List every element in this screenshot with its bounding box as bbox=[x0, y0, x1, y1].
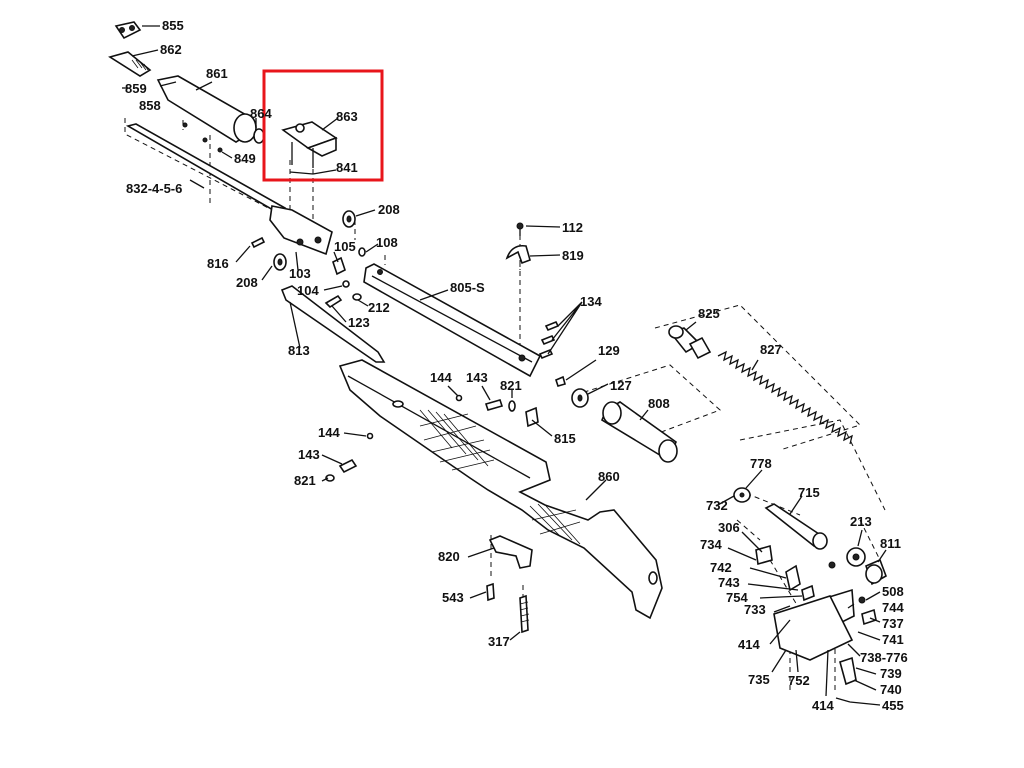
part-820-trigger-guard bbox=[488, 535, 533, 569]
label-144-mid: 144 bbox=[430, 370, 452, 385]
label-859: 859 bbox=[125, 81, 147, 96]
label-778: 778 bbox=[750, 456, 772, 471]
label-735: 735 bbox=[748, 672, 770, 687]
label-816: 816 bbox=[207, 256, 229, 271]
label-414-left: 414 bbox=[738, 637, 760, 652]
assembly-guide-lines bbox=[124, 118, 886, 690]
part-860-stock bbox=[338, 359, 663, 620]
label-738-776: 738-776 bbox=[860, 650, 908, 665]
label-143-mid: 143 bbox=[466, 370, 488, 385]
label-813: 813 bbox=[288, 343, 310, 358]
label-143-left: 143 bbox=[298, 447, 320, 462]
label-105: 105 bbox=[334, 239, 356, 254]
part-855-clip bbox=[114, 21, 142, 40]
part-144-143-821-screws bbox=[325, 394, 516, 482]
label-455: 455 bbox=[882, 698, 904, 713]
part-112-819-screw-bracket bbox=[505, 222, 531, 265]
label-752: 752 bbox=[788, 673, 810, 688]
label-213: 213 bbox=[850, 514, 872, 529]
part-105-108-small-parts bbox=[324, 247, 366, 309]
label-123: 123 bbox=[348, 315, 370, 330]
label-821-mid: 821 bbox=[500, 378, 522, 393]
label-740: 740 bbox=[880, 682, 902, 697]
label-108: 108 bbox=[376, 235, 398, 250]
label-855: 855 bbox=[162, 18, 184, 33]
highlight-box bbox=[262, 69, 384, 182]
part-213-811-end-cap bbox=[846, 547, 887, 586]
label-104: 104 bbox=[297, 283, 319, 298]
label-825: 825 bbox=[698, 306, 720, 321]
label-414-bottom: 414 bbox=[812, 698, 834, 713]
part-816-pin bbox=[250, 236, 266, 249]
label-212: 212 bbox=[368, 300, 390, 315]
label-832-4-5-6: 832-4-5-6 bbox=[126, 181, 182, 196]
label-860: 860 bbox=[598, 469, 620, 484]
label-543: 543 bbox=[442, 590, 464, 605]
part-trigger-group bbox=[755, 544, 877, 686]
label-737: 737 bbox=[882, 616, 904, 631]
label-841: 841 bbox=[336, 160, 358, 175]
part-827-mainspring bbox=[717, 350, 853, 445]
part-778-732-washers bbox=[733, 487, 751, 503]
label-134: 134 bbox=[580, 294, 602, 309]
label-819: 819 bbox=[562, 248, 584, 263]
label-734: 734 bbox=[700, 537, 722, 552]
leader-lines bbox=[122, 25, 887, 706]
label-863: 863 bbox=[336, 109, 358, 124]
label-715: 715 bbox=[798, 485, 820, 500]
label-861: 861 bbox=[206, 66, 228, 81]
label-208-bottom: 208 bbox=[236, 275, 258, 290]
label-739: 739 bbox=[880, 666, 902, 681]
part-861-muzzle-brake bbox=[156, 75, 257, 153]
label-815: 815 bbox=[554, 431, 576, 446]
label-732: 732 bbox=[706, 498, 728, 513]
label-808: 808 bbox=[648, 396, 670, 411]
part-805-compression-tube bbox=[363, 263, 542, 378]
part-715-trigger-spring-guide bbox=[764, 503, 828, 550]
part-labels: 855 862 861 859 858 864 849 832-4-5-6 86… bbox=[125, 18, 908, 713]
part-543-317-screws bbox=[486, 582, 530, 634]
label-754: 754 bbox=[726, 590, 748, 605]
label-112: 112 bbox=[562, 220, 583, 235]
label-858: 858 bbox=[139, 98, 161, 113]
label-129: 129 bbox=[598, 343, 620, 358]
part-825-spring-guide bbox=[668, 325, 712, 360]
label-144-left: 144 bbox=[318, 425, 340, 440]
label-743: 743 bbox=[718, 575, 740, 590]
part-863-rear-sight bbox=[281, 121, 338, 168]
part-129-127-piston-parts bbox=[555, 375, 589, 408]
label-508: 508 bbox=[882, 584, 904, 599]
part-862-front-sight bbox=[108, 51, 152, 77]
label-864: 864 bbox=[250, 106, 272, 121]
label-103: 103 bbox=[289, 266, 311, 281]
part-813-cocking-lever bbox=[280, 285, 386, 363]
part-815-trigger-guard-bracket bbox=[525, 406, 539, 428]
part-832-barrel bbox=[125, 123, 333, 256]
label-741: 741 bbox=[882, 632, 904, 647]
label-849: 849 bbox=[234, 151, 256, 166]
label-744: 744 bbox=[882, 600, 904, 615]
label-820: 820 bbox=[438, 549, 460, 564]
label-862: 862 bbox=[160, 42, 182, 57]
label-821-left: 821 bbox=[294, 473, 316, 488]
label-827: 827 bbox=[760, 342, 782, 357]
part-808-piston bbox=[601, 401, 678, 463]
label-742: 742 bbox=[710, 560, 732, 575]
label-306: 306 bbox=[718, 520, 740, 535]
label-317: 317 bbox=[488, 634, 510, 649]
label-811: 811 bbox=[880, 536, 901, 551]
part-208-washer bbox=[273, 210, 356, 271]
label-127: 127 bbox=[610, 378, 632, 393]
label-733: 733 bbox=[744, 602, 766, 617]
label-208-top: 208 bbox=[378, 202, 400, 217]
label-805-s: 805-S bbox=[450, 280, 485, 295]
